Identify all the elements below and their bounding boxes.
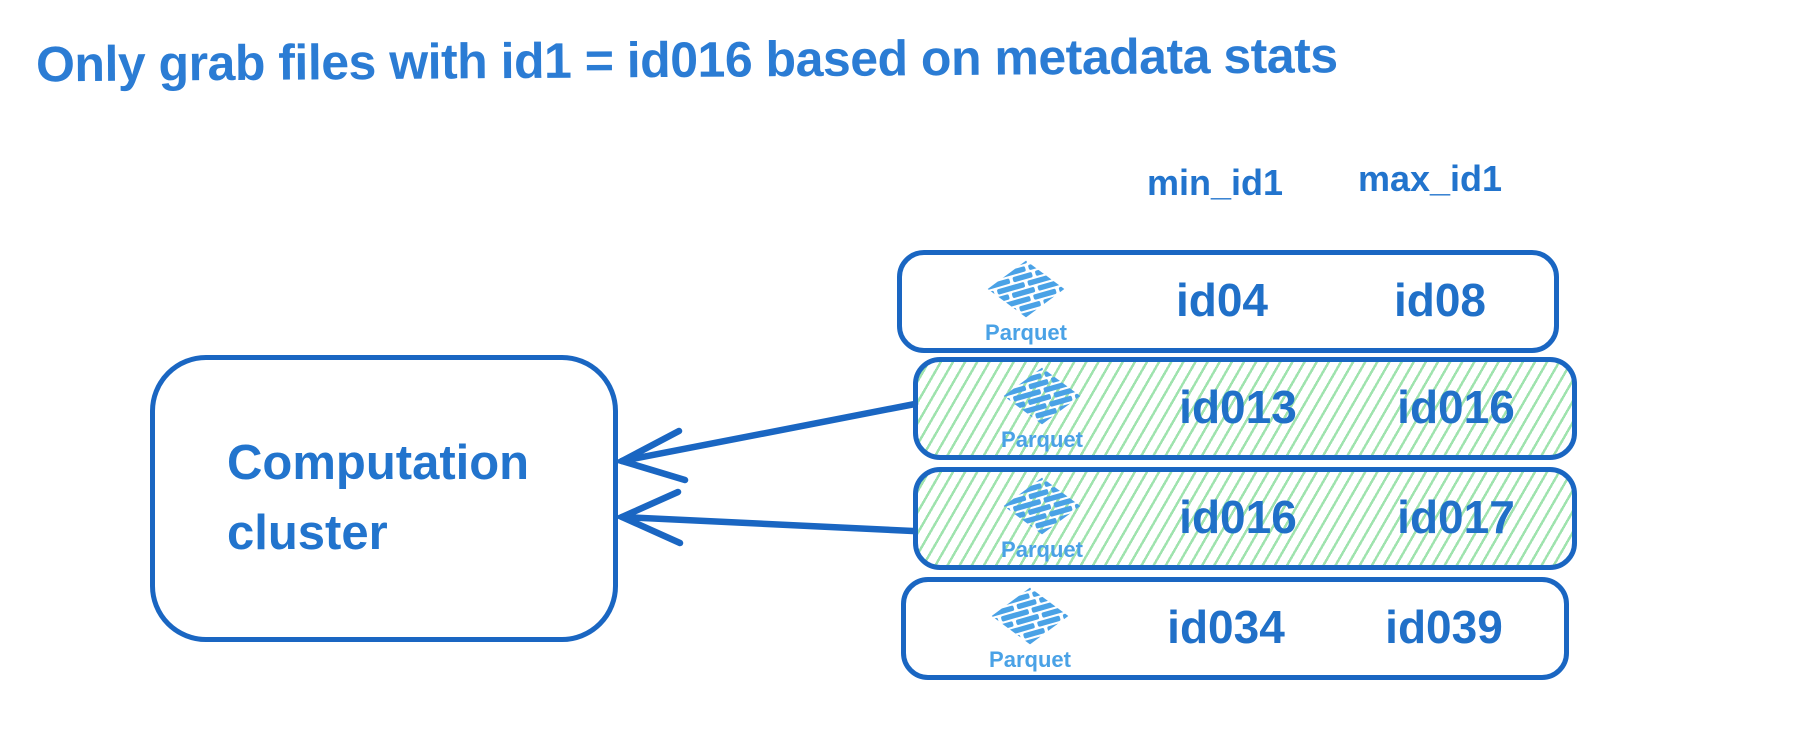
column-header-max-id1: max_id1 (1357, 158, 1503, 199)
parquet-logo-label: Parquet (1001, 537, 1083, 562)
parquet-file-row: Parquet id016 id017 (913, 467, 1577, 570)
parquet-logo: Parquet (976, 366, 1108, 452)
cluster-label-line1: Computation (227, 435, 530, 490)
max-id1-value: id017 (1397, 490, 1515, 543)
parquet-icon (983, 259, 1069, 319)
min-id1-value: id013 (1179, 380, 1297, 433)
min-id1-value: id034 (1167, 600, 1285, 653)
max-id1-value: id08 (1393, 273, 1487, 326)
parquet-file-row: Parquet id04 id08 (897, 250, 1559, 353)
parquet-logo-label: Parquet (985, 320, 1067, 345)
parquet-file-row: Parquet id034 id039 (901, 577, 1569, 680)
cluster-label-line2: cluster (227, 505, 388, 560)
computation-cluster-box: Computation cluster (150, 355, 618, 642)
min-id1-value: id04 (1175, 273, 1269, 326)
parquet-logo-label: Parquet (989, 647, 1071, 672)
parquet-logo-label: Parquet (1001, 427, 1083, 452)
min-id1-value: id016 (1179, 490, 1297, 543)
max-id1-value: id016 (1397, 380, 1515, 433)
parquet-icon (987, 586, 1073, 646)
parquet-logo: Parquet (964, 586, 1096, 672)
column-header-min-id1: min_id1 (1146, 162, 1284, 203)
parquet-file-row: Parquet id013 id016 (913, 357, 1577, 460)
parquet-logo: Parquet (976, 476, 1108, 562)
parquet-icon (999, 476, 1085, 536)
max-id1-value: id039 (1385, 600, 1503, 653)
diagram-title: Only grab files with id1 = id016 based o… (35, 27, 1338, 93)
arrow-row3-to-cluster (614, 488, 917, 547)
parquet-logo: Parquet (960, 259, 1092, 345)
parquet-icon (999, 366, 1085, 426)
arrow-row2-to-cluster (613, 400, 919, 484)
